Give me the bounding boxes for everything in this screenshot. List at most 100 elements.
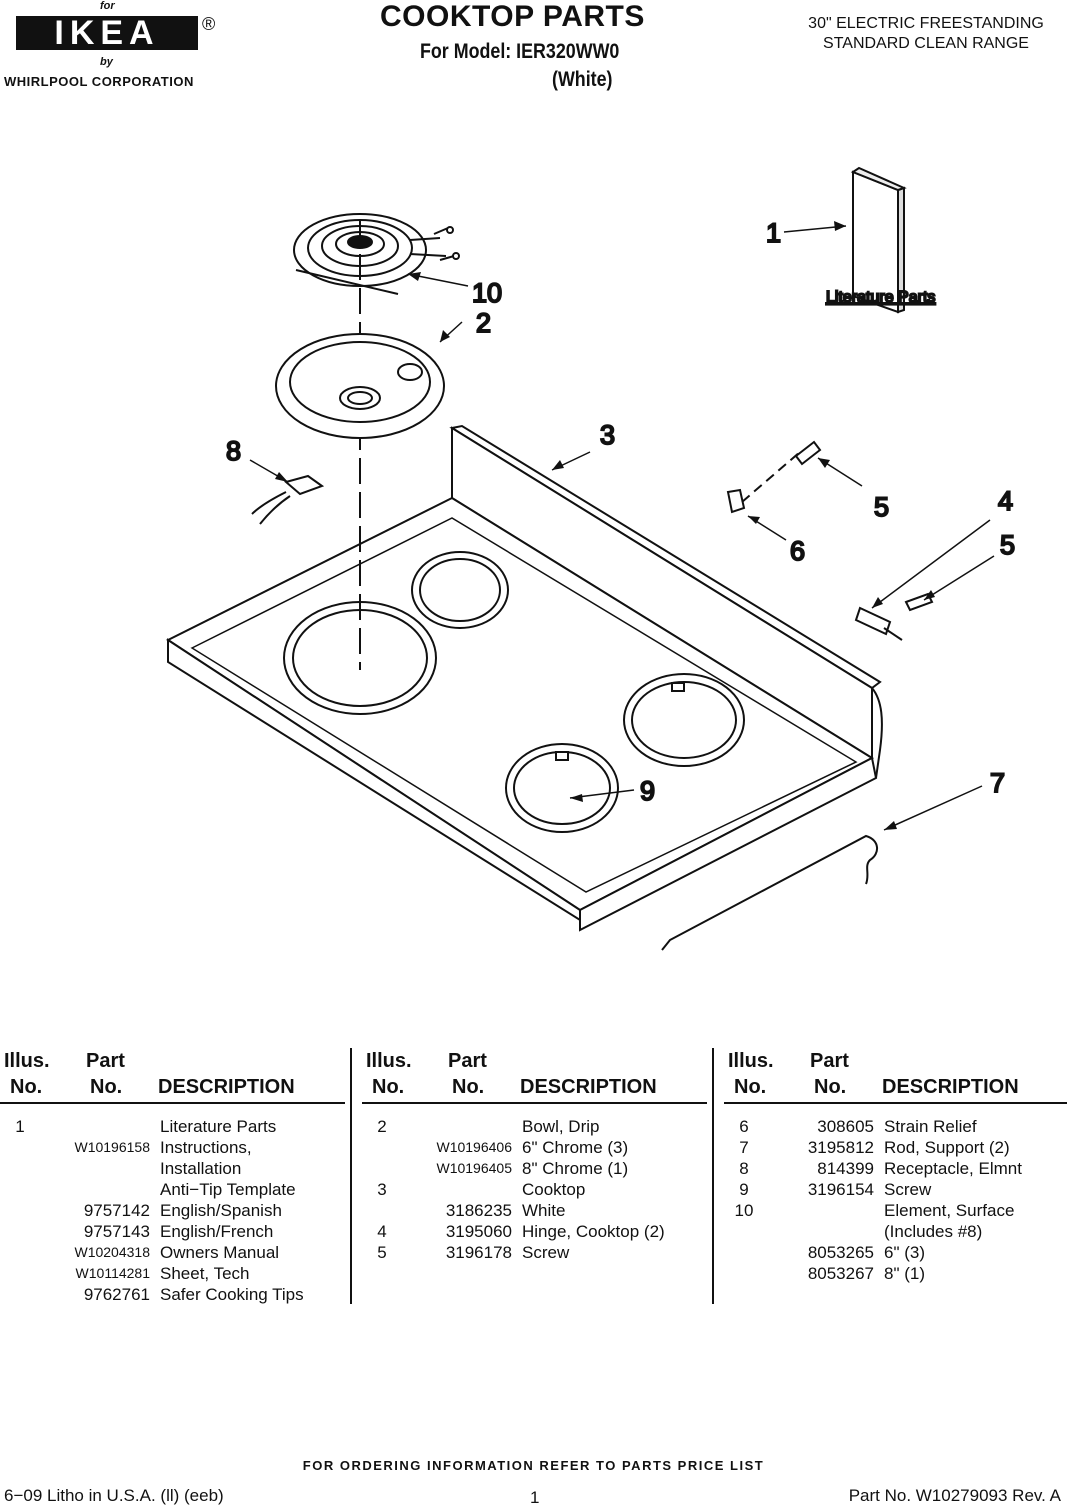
part-number: W10196158 [74, 1139, 150, 1155]
callout-8: 8 [226, 436, 241, 466]
table-header: Illus. No. Part No. DESCRIPTION [362, 1048, 707, 1104]
logo-by: by [100, 56, 113, 68]
header-description: DESCRIPTION [520, 1076, 657, 1098]
part-description: 8" Chrome (1) [522, 1159, 629, 1178]
header-part-no: No. [90, 1076, 123, 1098]
callout-3: 3 [600, 420, 615, 450]
part-description: Installation [160, 1159, 242, 1178]
logo-corporation: WHIRLPOOL CORPORATION [4, 74, 194, 89]
part-number: W10114281 [75, 1265, 150, 1281]
part-number: 3196154 [807, 1180, 874, 1199]
ikea-whirlpool-logo: for IKEA ® by WHIRLPOOL CORPORATION [4, 0, 224, 95]
receptacle-icon [251, 474, 325, 525]
illus-number: 10 [734, 1201, 754, 1220]
table-row: 3 Cooktop [362, 1179, 707, 1200]
table-row: (Includes #8) [724, 1221, 1067, 1242]
part-description: English/Spanish [160, 1201, 282, 1220]
part-description: (Includes #8) [884, 1222, 983, 1241]
table-row: W10114281 Sheet, Tech [0, 1263, 345, 1284]
callout-7: 7 [990, 768, 1005, 798]
strain-relief-icon [726, 488, 746, 514]
header-part: Part [86, 1050, 125, 1072]
logo-registered: ® [202, 14, 216, 34]
part-description: Strain Relief [884, 1117, 977, 1136]
part-description: White [522, 1201, 566, 1220]
ordering-info: FOR ORDERING INFORMATION REFER TO PARTS … [302, 1458, 765, 1473]
callout-10: 10 [472, 278, 502, 308]
part-number: 8053265 [807, 1243, 874, 1262]
table-row: 2 Bowl, Drip [362, 1116, 707, 1137]
header-part: Part [448, 1050, 487, 1072]
table-row: Installation [0, 1158, 345, 1179]
table-row: 7 3195812 Rod, Support (2) [724, 1137, 1067, 1158]
illus-number: 3 [377, 1180, 387, 1199]
header-description: DESCRIPTION [158, 1076, 295, 1098]
part-description: 6" (3) [884, 1243, 925, 1262]
illus-number: 7 [739, 1138, 749, 1157]
parts-column-2: Illus. No. Part No. DESCRIPTION 2 Bowl, D… [362, 1048, 707, 1263]
callout-9: 9 [640, 776, 655, 806]
part-number: 9762761 [83, 1285, 150, 1304]
table-header: Illus. No. Part No. DESCRIPTION [724, 1048, 1067, 1104]
table-row: 6 308605 Strain Relief [724, 1116, 1067, 1137]
surface-element-icon [293, 213, 460, 295]
parts-column-1: Illus. No. Part No. DESCRIPTION 1 Literat… [0, 1048, 345, 1305]
illus-number: 1 [15, 1117, 25, 1136]
header-part-no: No. [814, 1076, 847, 1098]
part-description: Bowl, Drip [522, 1117, 600, 1136]
part-description: Receptacle, Elmnt [884, 1159, 1022, 1178]
part-description: Anti−Tip Template [160, 1180, 296, 1199]
model-number: For Model: IER320WW0 [420, 40, 620, 63]
part-number: 3195060 [445, 1222, 512, 1241]
page-number: 1 [530, 1488, 540, 1507]
screw-upper-icon [794, 440, 822, 466]
logo-for: for [100, 0, 115, 12]
header-illus-no: No. [734, 1076, 767, 1098]
part-description: English/French [160, 1222, 274, 1241]
range-line-2: STANDARD CLEAN RANGE [823, 35, 1029, 52]
callout-2: 2 [476, 308, 491, 338]
litho-info: 6−09 Litho in U.S.A. (ll) (eeb) [4, 1486, 224, 1505]
callout-6: 6 [790, 536, 805, 566]
part-number: 3196178 [445, 1243, 512, 1262]
part-description: Sheet, Tech [160, 1264, 250, 1283]
part-number: 3195812 [807, 1138, 874, 1157]
part-number: W10196406 [436, 1139, 512, 1155]
parts-rows: 6 308605 Strain Relief 7 3195812 Rod, Support… [724, 1116, 1067, 1284]
callout-5-lower: 5 [1000, 530, 1015, 560]
table-row: 1 Literature Parts [0, 1116, 345, 1137]
part-description: 6" Chrome (3) [522, 1138, 629, 1157]
part-description: Instructions, [160, 1138, 252, 1157]
illus-number: 2 [377, 1117, 387, 1136]
part-description: Rod, Support (2) [884, 1138, 1010, 1157]
part-description: Literature Parts [160, 1117, 277, 1136]
table-row: 9762761 Safer Cooking Tips [0, 1284, 345, 1305]
header-illus: Illus. [728, 1050, 774, 1072]
table-row: W10196406 6" Chrome (3) [362, 1137, 707, 1158]
part-description: Safer Cooking Tips [160, 1285, 304, 1304]
illus-number: 8 [739, 1159, 749, 1178]
page-title: COOKTOP PARTS [380, 0, 645, 33]
part-description: Cooktop [522, 1180, 586, 1199]
illus-number: 6 [739, 1117, 749, 1136]
logo-brand: IKEA [16, 16, 198, 50]
table-row: Anti−Tip Template [0, 1179, 345, 1200]
header-part: Part [810, 1050, 849, 1072]
part-number: 308605 [817, 1117, 874, 1136]
literature-parts-label: Literature Parts [826, 289, 935, 306]
support-rod-icon [661, 834, 878, 951]
header-illus-no: No. [10, 1076, 43, 1098]
table-header: Illus. No. Part No. DESCRIPTION [0, 1048, 345, 1104]
column-divider [712, 1048, 714, 1304]
part-description: Screw [884, 1180, 932, 1199]
header-illus: Illus. [4, 1050, 50, 1072]
